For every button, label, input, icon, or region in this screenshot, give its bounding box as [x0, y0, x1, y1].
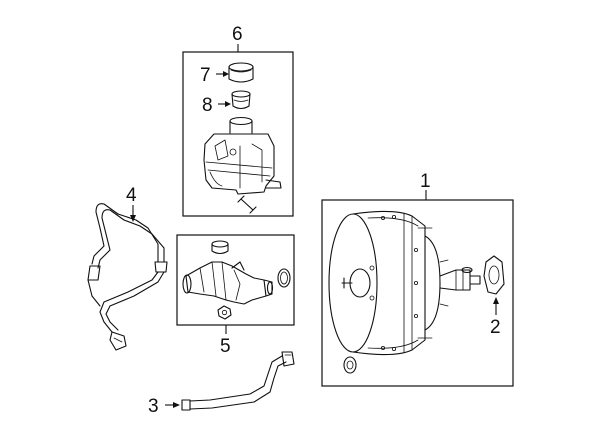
booster-box: [321, 199, 514, 387]
booster-gasket: [483, 255, 505, 295]
cylinder-seal-ring: [277, 268, 291, 288]
vacuum-hose: [87, 203, 168, 351]
reservoir-cap: [228, 62, 254, 83]
booster-group: 1: [321, 171, 514, 387]
master-cylinder: [182, 261, 274, 305]
master-cylinder-box: [176, 234, 295, 326]
callout-7: 7: [200, 65, 211, 86]
reservoir-strainer: [231, 90, 251, 110]
booster-check-valve-grommet: [343, 356, 357, 374]
brake-line: [181, 351, 295, 411]
callout-1: 1: [420, 171, 431, 192]
callout-5: 5: [220, 336, 231, 357]
brake-line-group: 3: [148, 351, 295, 417]
reservoir-pin: [237, 195, 257, 214]
master-cylinder-group: 5: [176, 234, 295, 357]
brake-booster: [328, 210, 481, 356]
callout-2: 2: [490, 317, 501, 338]
cylinder-grommet: [211, 240, 229, 255]
callout-8: 8: [202, 95, 213, 116]
reservoir-group: 6 7 8: [182, 24, 294, 217]
callout-6: 6: [232, 24, 243, 45]
fluid-reservoir: [203, 116, 282, 195]
callout-4: 4: [126, 185, 137, 206]
callout-3: 3: [148, 396, 159, 417]
cylinder-nut: [217, 305, 232, 320]
vacuum-hose-group: 4: [87, 185, 168, 351]
